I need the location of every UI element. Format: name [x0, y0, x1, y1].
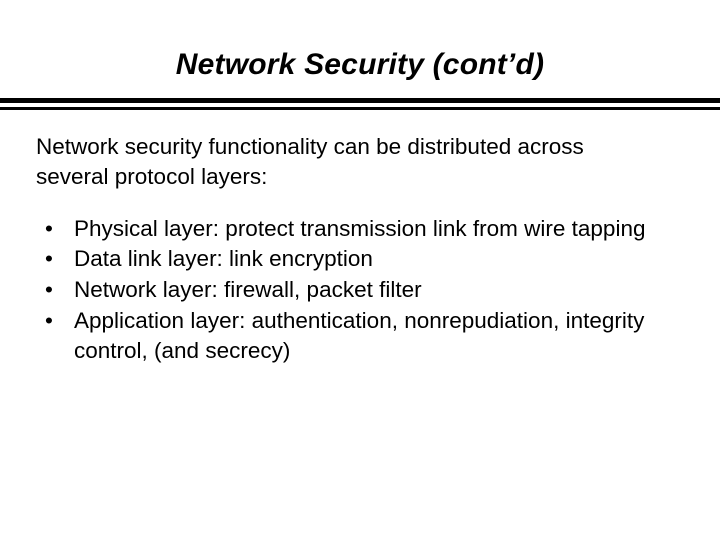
- divider-gap: [0, 103, 720, 107]
- list-item-label: Network layer: firewall, packet filter: [74, 277, 422, 303]
- bullet-marker-icon: •: [45, 246, 53, 272]
- intro-paragraph: Network security functionality can be di…: [36, 134, 584, 189]
- page-title: Network Security (cont’d): [175, 48, 545, 81]
- divider-line-thick: [0, 98, 720, 103]
- list-item-label: Physical layer: protect transmission lin…: [74, 215, 646, 241]
- bullet-list: • Physical layer: protect transmission l…: [36, 214, 688, 367]
- list-item: • Network layer: firewall, packet filter: [44, 275, 720, 306]
- title-divider: [0, 98, 720, 110]
- list-item: • Application layer: authentication, non…: [44, 306, 720, 367]
- divider-line-thin: [0, 107, 720, 110]
- slide-body: Network security functionality can be di…: [36, 132, 688, 367]
- list-item: • Data link layer: link encryption: [44, 244, 720, 275]
- bullet-marker-icon: •: [45, 277, 53, 303]
- bullet-marker-icon: •: [45, 215, 53, 241]
- list-item: • Physical layer: protect transmission l…: [44, 214, 720, 245]
- list-item-label: Data link layer: link encryption: [74, 246, 373, 272]
- bullet-marker-icon: •: [45, 307, 53, 333]
- list-item-label: Application layer: authentication, nonre…: [74, 307, 645, 364]
